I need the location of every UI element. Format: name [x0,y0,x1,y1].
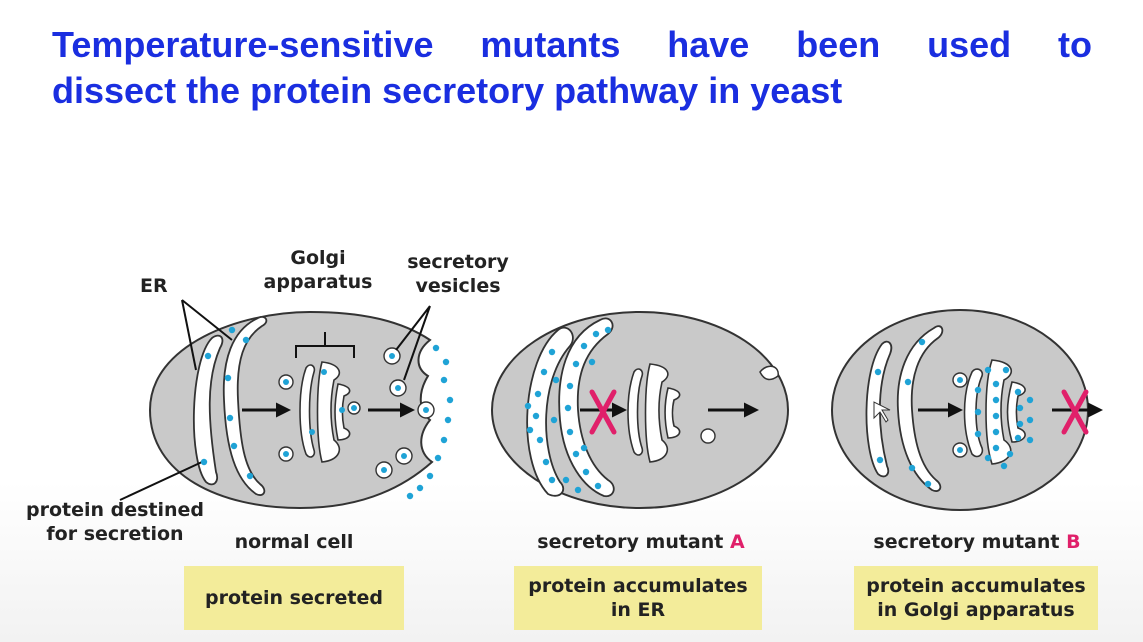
protein-label-line: for secretion [46,523,184,545]
caption-suffix: B [1066,531,1081,553]
cell-caption-mutant-a: secretory mutant A [526,530,756,554]
caption-suffix: A [729,531,745,553]
result-text: protein accumulates [528,575,748,597]
er-label: ER [140,275,168,297]
caption-text: normal cell [234,531,354,553]
protein-pointer [119,461,203,501]
caption-text: secretory mutant [537,531,730,553]
result-box-mutant-a: protein accumulates in ER [514,566,762,630]
vesicle [700,428,716,444]
membrane-pocket [759,365,779,381]
protein-label-line: protein destined [25,499,205,521]
title-word: been [796,24,881,65]
er-inner [222,316,268,496]
vesicle-pointer [395,305,431,381]
vesicles-label-line: secretory [407,251,509,273]
secretory-vesicles-label: secretory vesicles [398,250,518,298]
result-text: protein accumulates [866,575,1086,597]
golgi-label: Golgi apparatus [258,246,378,294]
golgi-b-2 [985,359,1013,465]
golgi-a-1 [627,368,644,456]
cell-1-membrane [148,310,434,510]
golgi-a-2 [644,363,669,463]
protein-dots-cell-3 [874,338,1034,488]
protein-dots-cell-1 [200,326,454,500]
protein-dots-cell-2 [524,326,612,494]
title-word: to [1058,24,1092,65]
result-box-mutant-b: protein accumulates in Golgi apparatus [854,566,1098,630]
golgi-a-3 [664,387,681,439]
mutant-b-cell [831,309,1103,511]
cell-caption-mutant-b: secretory mutant B [862,530,1092,554]
mutant-a-cell [491,311,789,509]
slide-title: Temperature-sensitive mutants have been … [52,22,1092,114]
cell-caption-normal: normal cell [214,530,374,554]
result-text: protein secreted [205,587,383,609]
title-word: mutants [480,24,621,65]
er-pointer [181,299,233,371]
title-word: used [927,24,1012,65]
golgi-2 [316,361,341,463]
er-inner-swollen [558,317,615,498]
mouse-cursor-icon [873,401,891,423]
block-x-a [589,389,617,435]
caption-text: secretory mutant [873,531,1067,553]
result-text: in ER [610,599,666,621]
protein-destined-label: protein destined for secretion [20,498,210,546]
golgi-label-line: Golgi [290,247,346,269]
er-inner-b [896,325,944,492]
normal-cell [119,299,454,510]
golgi-label-line: apparatus [263,271,373,293]
title-line-2: dissect the protein secretory pathway in… [52,70,843,111]
result-box-normal: protein secreted [184,566,404,630]
title-word: Temperature-sensitive [52,24,434,65]
block-x-b [1061,389,1089,435]
title-line-1: Temperature-sensitive mutants have been … [52,22,1092,68]
er-outer [192,334,224,486]
vesicles-label-line: vesicles [415,275,501,297]
title-word: have [667,24,750,65]
golgi-b-3 [1006,381,1026,443]
golgi-bracket [295,332,355,358]
er-outer-swollen [526,326,574,497]
result-text: in Golgi apparatus [877,599,1075,621]
